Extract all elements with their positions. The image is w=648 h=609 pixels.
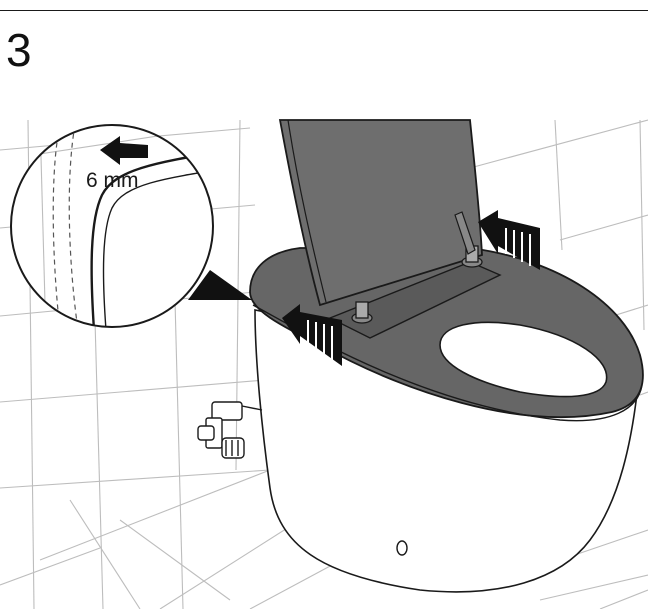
hinge-left (351, 301, 373, 324)
gap-label: 6 mm (86, 169, 139, 192)
push-arrow-icon (282, 304, 342, 366)
angle-valve-icon (197, 401, 263, 459)
toilet-lid (278, 119, 483, 307)
lid-edge (287, 119, 327, 303)
seat-opening (439, 321, 608, 398)
magnifier-pointer (188, 270, 252, 300)
push-arrow-icon (478, 210, 540, 270)
hinge-arm-right (454, 211, 476, 255)
magnifier-detail-icon (10, 124, 214, 328)
drain-hole (396, 540, 408, 556)
top-rule (0, 10, 648, 11)
step-number: 3 (6, 24, 32, 76)
